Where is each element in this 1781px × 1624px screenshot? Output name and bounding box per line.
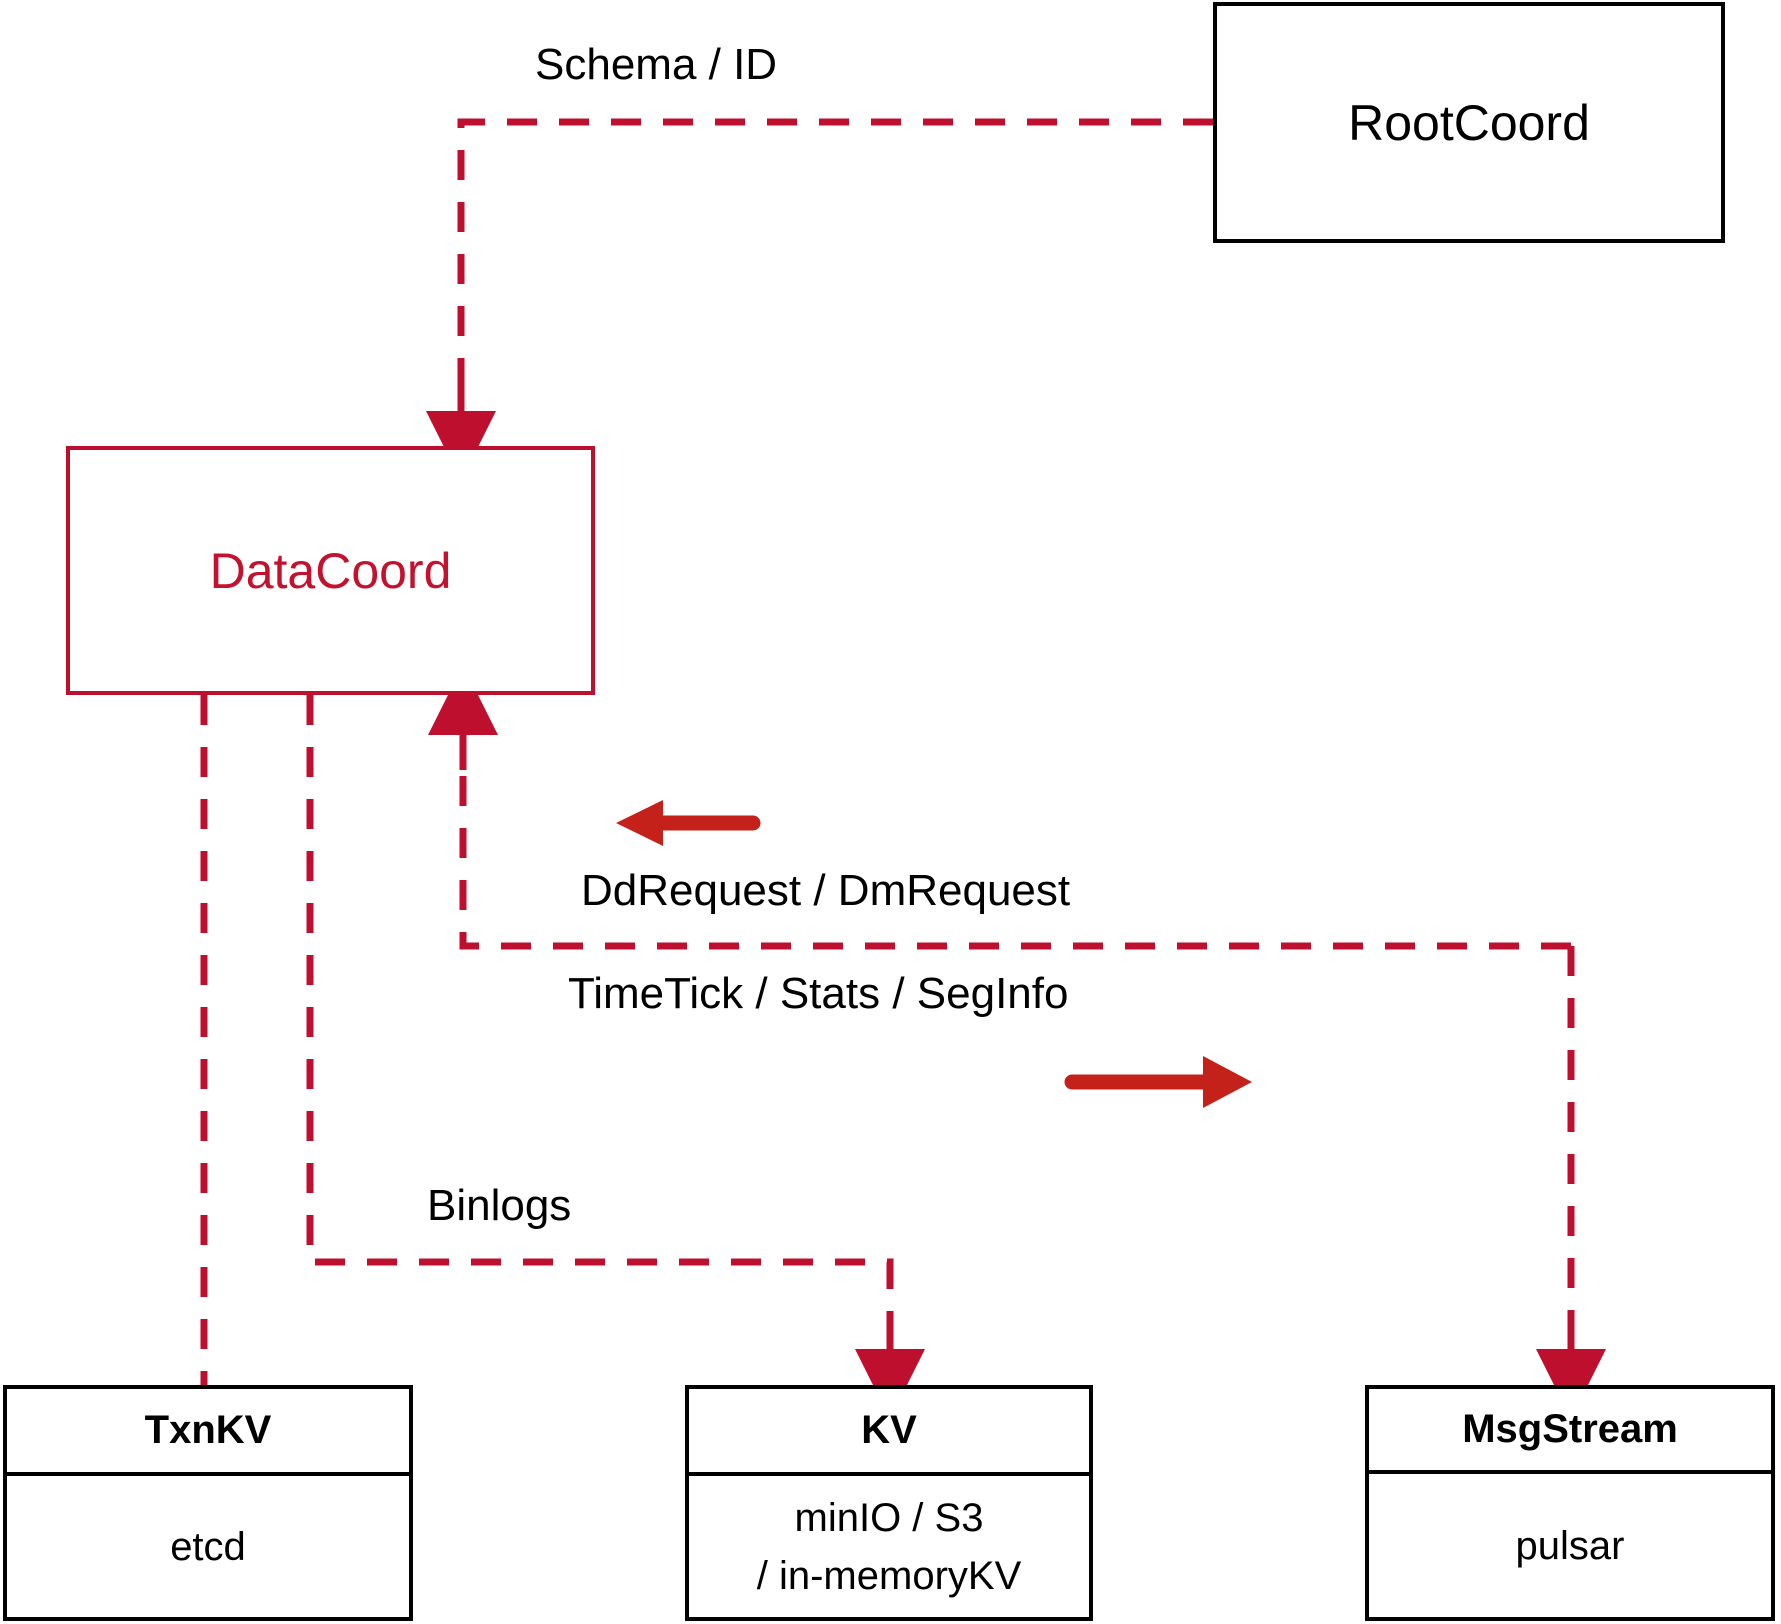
edge-msgstream-to-datacoord [428, 665, 1571, 950]
node-rootcoord[interactable]: RootCoord [1213, 2, 1725, 243]
edge-label-ddrequest-dmrequest: DdRequest / DmRequest [581, 866, 1071, 915]
node-msgstream[interactable]: MsgStream pulsar [1365, 1385, 1775, 1621]
node-msgstream-header: MsgStream [1369, 1389, 1771, 1474]
node-datacoord[interactable]: DataCoord [66, 446, 595, 695]
node-msgstream-body: pulsar [1369, 1474, 1771, 1617]
node-msgstream-body-line-1: pulsar [1515, 1523, 1625, 1568]
edge-label-schema-id: Schema / ID [535, 40, 778, 89]
node-txnkv-header: TxnKV [7, 1389, 409, 1476]
node-txnkv-body: etcd [7, 1476, 409, 1617]
edge-datacoord-to-kv [306, 695, 925, 1419]
node-kv-body-line-2: / in-memoryKV [756, 1553, 1022, 1598]
node-kv-body-line-1: minIO / S3 [794, 1495, 984, 1540]
node-datacoord-title: DataCoord [209, 542, 452, 599]
node-kv-body: minIO / S3 / in-memoryKV [689, 1476, 1089, 1617]
node-rootcoord-title: RootCoord [1348, 94, 1590, 151]
node-kv-header: KV [689, 1389, 1089, 1476]
edge-rootcoord-to-datacoord [426, 118, 1213, 481]
node-kv[interactable]: KV minIO / S3 / in-memoryKV [685, 1385, 1093, 1621]
edge-label-binlogs: Binlogs [427, 1181, 572, 1230]
node-txnkv-body-line-1: etcd [170, 1524, 246, 1569]
outbound-flow-arrow [1064, 1056, 1252, 1108]
inbound-flow-arrow [616, 800, 761, 846]
node-txnkv[interactable]: TxnKV etcd [3, 1385, 413, 1621]
edge-label-timetick-stats-seginfo: TimeTick / Stats / SegInfo [568, 969, 1069, 1018]
